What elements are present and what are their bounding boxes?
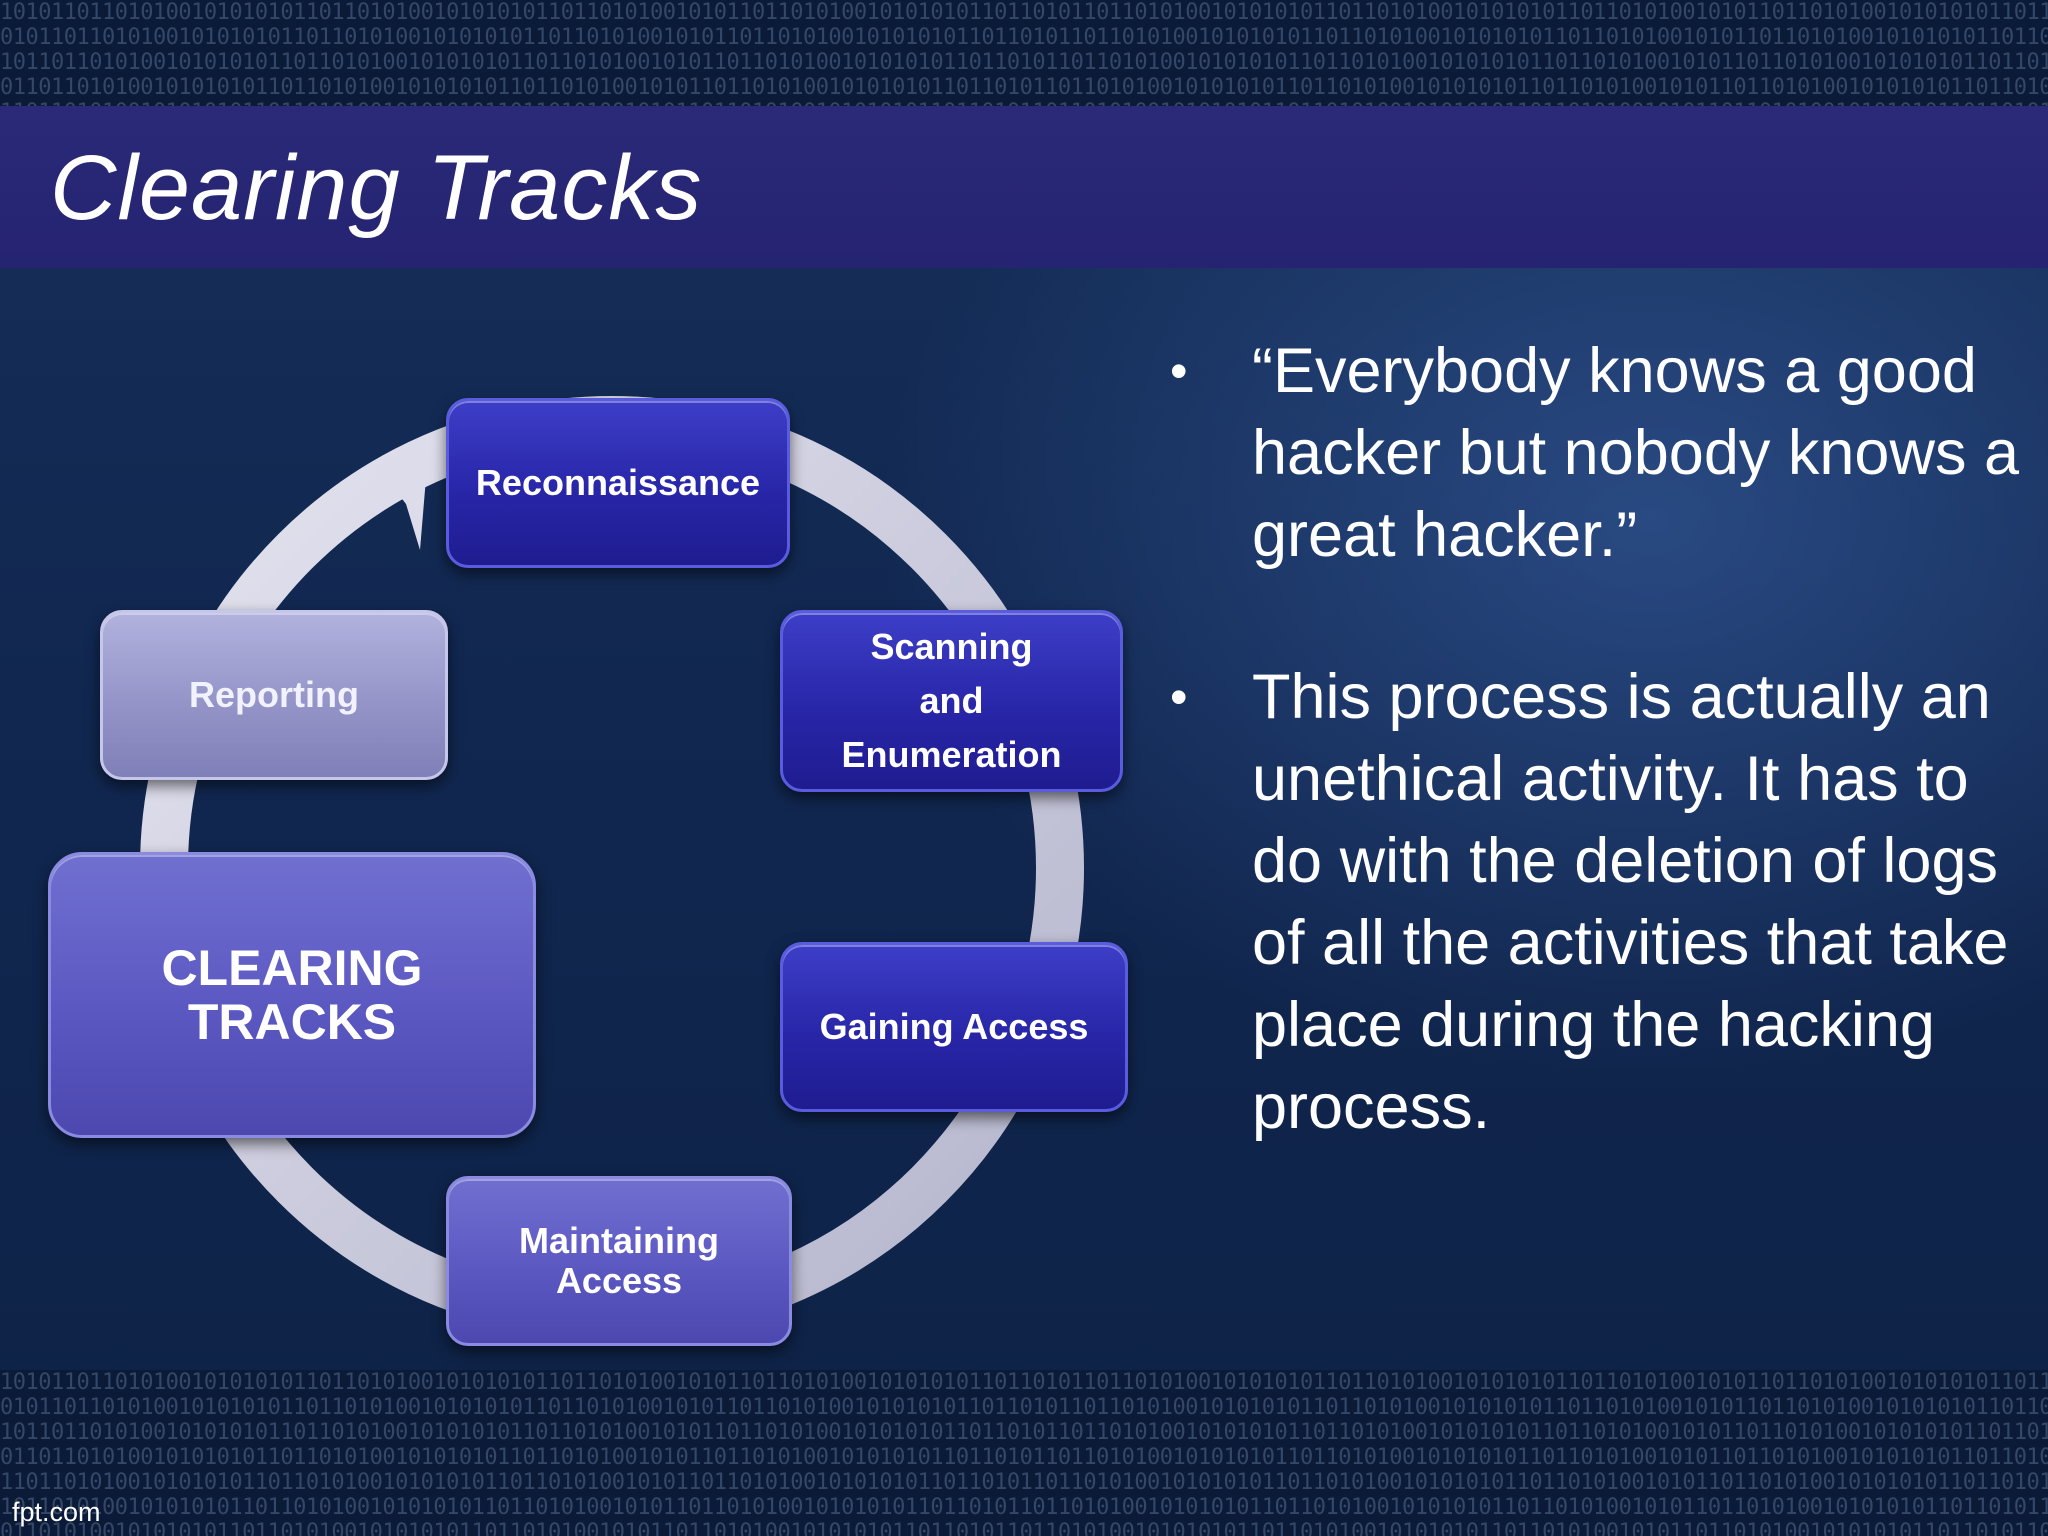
bullet-dot-icon: • — [1170, 669, 1188, 725]
slide-title: Clearing Tracks — [50, 137, 703, 239]
stage-reconnaissance: Reconnaissance — [446, 398, 790, 568]
bullet-dot-icon: • — [1170, 343, 1188, 399]
arrow-head-icon — [372, 464, 426, 550]
bullet-list: • “Everybody knows a good hacker but nob… — [1170, 330, 2030, 1228]
stage-reporting-label: Reporting — [189, 674, 359, 715]
title-bar: Clearing Tracks — [0, 106, 2048, 268]
stage-maintaining-access-label: Maintaining Access — [519, 1220, 719, 1301]
stage-reporting: Reporting — [100, 610, 448, 780]
stage-gaining-access-label: Gaining Access — [819, 1006, 1089, 1047]
stage-clearing-tracks-label: CLEARING TRACKS — [161, 940, 423, 1050]
bullet-text: “Everybody knows a good hacker but nobod… — [1252, 336, 2019, 570]
binary-pattern-top: 1010110110101001010101011011010100101010… — [0, 0, 2048, 106]
footer-brand: fpt.com — [12, 1497, 101, 1527]
stage-scanning-enumeration: Scanning and Enumeration — [780, 610, 1123, 792]
binary-pattern-bottom: 1010110110101001010101011011010100101010… — [0, 1370, 2048, 1536]
bullet-text: This process is actually an unethical ac… — [1252, 662, 2009, 1142]
stage-reconnaissance-label: Reconnaissance — [475, 462, 761, 503]
bullet-item: • “Everybody knows a good hacker but nob… — [1170, 330, 2030, 576]
stage-maintaining-access: Maintaining Access — [446, 1176, 792, 1346]
stage-clearing-tracks: CLEARING TRACKS — [48, 852, 536, 1138]
bullet-item: • This process is actually an unethical … — [1170, 656, 2030, 1148]
stage-gaining-access: Gaining Access — [780, 942, 1128, 1112]
stage-scanning-label: Scanning and Enumeration — [841, 626, 1062, 775]
hacking-cycle-diagram: Reconnaissance Scanning and Enumeration … — [0, 268, 1150, 1370]
